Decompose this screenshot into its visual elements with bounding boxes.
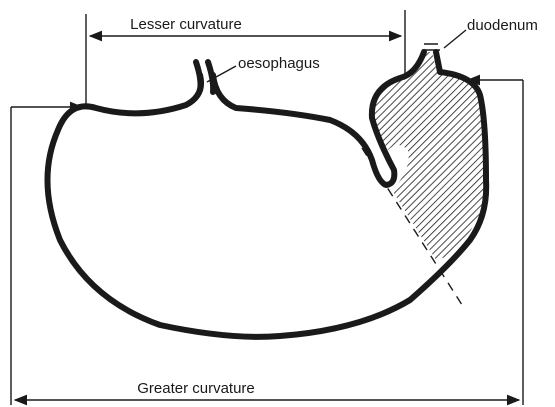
lesser-curvature-label: Lesser curvature — [130, 16, 242, 33]
oesophagus-label: oesophagus — [238, 55, 320, 72]
duodenum-leader-line — [444, 30, 466, 48]
duodenum-label: duodenum — [467, 17, 538, 34]
greater-curvature-label: Greater curvature — [137, 380, 255, 397]
oesophagus-wall-left — [196, 62, 201, 90]
oesophagus-wall-right — [208, 62, 213, 92]
